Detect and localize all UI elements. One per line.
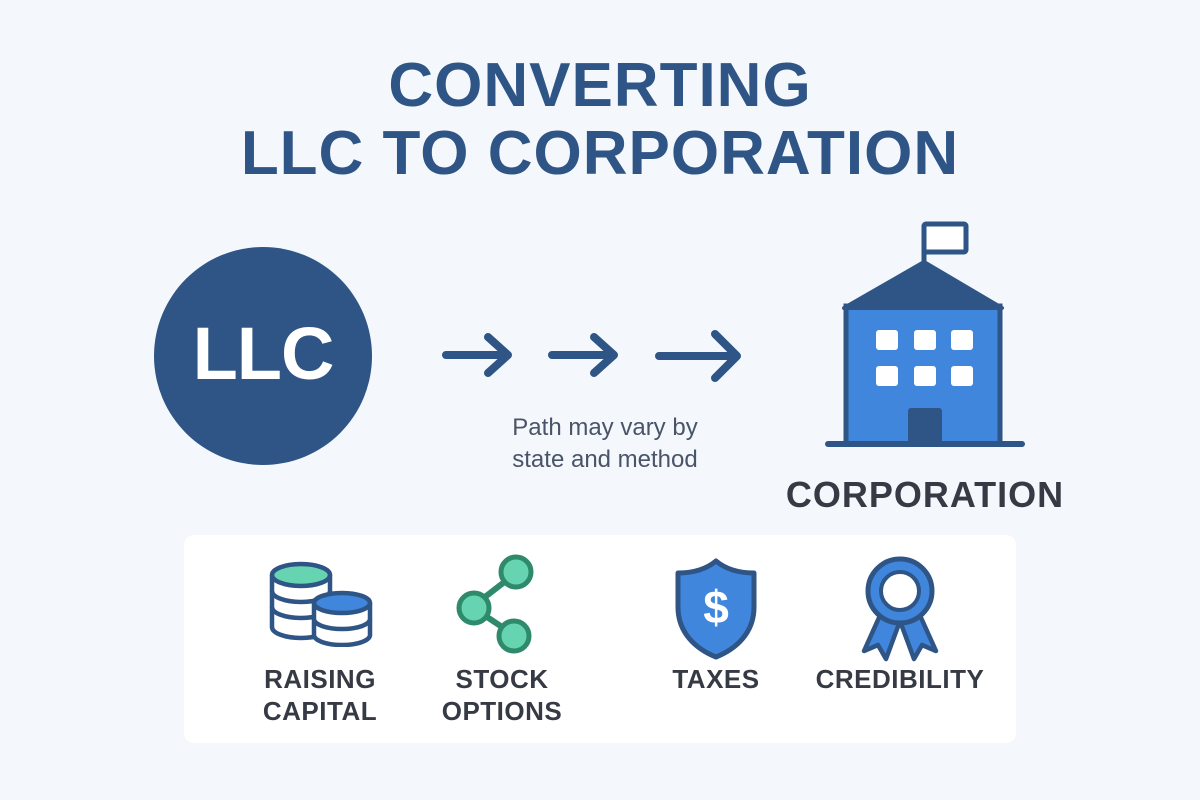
benefit-label-line-1: TAXES <box>672 664 760 694</box>
caption-line-2: state and method <box>512 446 698 473</box>
arrow-right-icon <box>548 333 618 377</box>
benefit-label: TAXES <box>616 663 816 695</box>
caption-line-1: Path may vary by <box>512 414 698 441</box>
benefit-label: STOCK OPTIONS <box>402 663 602 727</box>
benefit-label-line-2: CAPITAL <box>262 696 378 726</box>
title-line-2: LLC TO CORPORATION <box>240 119 960 188</box>
share-nodes-icon <box>456 554 534 654</box>
benefits-panel: RAISING CAPITAL STOCK OPTIONS $ TAXES <box>184 535 1016 743</box>
corporation-label: CORPORATION <box>785 474 1065 515</box>
shield-dollar-icon: $ <box>675 558 757 660</box>
benefit-label-line-1: STOCK <box>455 664 549 694</box>
benefit-label-line-1: CREDIBILITY <box>815 664 985 694</box>
page-title: CONVERTING LLC TO CORPORATION <box>0 52 1200 188</box>
title-line-1: CONVERTING <box>388 51 812 120</box>
building-with-flag-icon <box>825 221 1025 447</box>
transition-caption: Path may vary by state and method <box>440 412 770 476</box>
benefit-label: CREDIBILITY <box>800 663 1000 695</box>
llc-label: LLC <box>192 311 335 395</box>
benefit-label: RAISING CAPITAL <box>220 663 420 727</box>
benefit-label-line-2: OPTIONS <box>441 696 563 726</box>
coin-stack-icon <box>269 561 373 647</box>
svg-text:$: $ <box>703 581 729 633</box>
benefit-label-line-1: RAISING <box>264 664 376 694</box>
arrow-right-icon <box>442 333 512 377</box>
award-ribbon-icon <box>861 556 939 662</box>
arrow-right-icon <box>655 330 741 382</box>
llc-badge: LLC <box>154 247 372 465</box>
